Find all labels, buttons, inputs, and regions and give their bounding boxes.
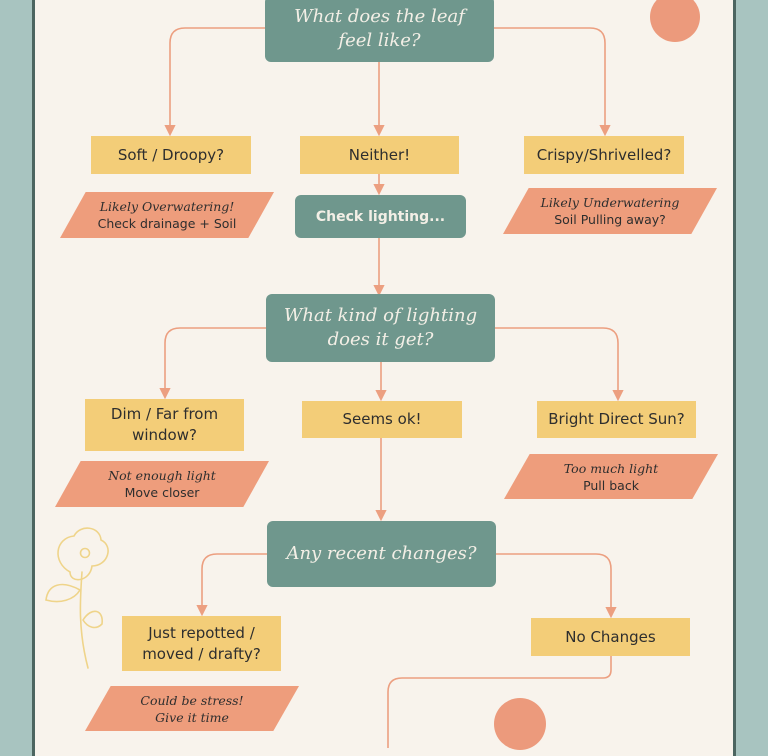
note-overwatering-line1: Likely Overwatering! [100,198,235,215]
answer-crispy-shrivelled: Crispy/Shrivelled? [524,136,684,174]
answer-dim-far: Dim / Far from window? [85,399,244,451]
connector-q2-bright [495,328,618,399]
connector-q3-nochange [495,554,611,616]
note-underwatering: Likely Underwatering Soil Pulling away? [503,188,717,234]
connector-q2-dim [165,328,267,397]
note-underwatering-line2: Soil Pulling away? [554,211,666,228]
decor-circle-bottom [494,698,546,750]
connector-q1-crispy [494,28,605,134]
question-lighting: What kind of lighting does it get? [266,294,495,362]
question-leaf-feel-line1: What does the leaf [294,5,465,29]
connector-q1-soft [170,28,266,134]
answer-repotted-moved: Just repotted / moved / drafty? [122,616,281,671]
note-overwatering: Likely Overwatering! Check drainage + So… [60,192,274,238]
note-not-enough-light-line1: Not enough light [108,467,216,484]
answer-dim-far-line1: Dim / Far from [111,404,218,425]
answer-bright-sun: Bright Direct Sun? [537,401,696,438]
flower-drawing [46,528,108,668]
answer-no-changes: No Changes [531,618,690,656]
answer-seems-ok: Seems ok! [302,401,462,438]
note-stress: Could be stress! Give it time [85,686,299,731]
note-stress-line2: Give it time [155,709,229,726]
action-check-lighting: Check lighting... [295,195,466,238]
note-too-much-light-line2: Pull back [583,477,639,494]
question-recent-changes: Any recent changes? [267,521,496,587]
answer-neither: Neither! [300,136,459,174]
note-not-enough-light: Not enough light Move closer [55,461,269,507]
note-too-much-light: Too much light Pull back [504,454,718,499]
answer-repotted-moved-line2: moved / drafty? [142,644,261,665]
question-lighting-line2: does it get? [328,328,434,352]
note-too-much-light-line1: Too much light [564,460,658,477]
question-lighting-line1: What kind of lighting [284,304,477,328]
note-not-enough-light-line2: Move closer [125,484,200,501]
answer-repotted-moved-line1: Just repotted / [148,623,255,644]
note-stress-line1: Could be stress! [140,692,243,709]
answer-dim-far-line2: window? [132,425,197,446]
note-overwatering-line2: Check drainage + Soil [98,215,237,232]
note-underwatering-line1: Likely Underwatering [541,194,680,211]
question-leaf-feel: What does the leaf feel like? [265,0,494,62]
question-leaf-feel-line2: feel like? [338,29,420,53]
connector-q3-repot [202,554,267,614]
answer-soft-droopy: Soft / Droopy? [91,136,251,174]
